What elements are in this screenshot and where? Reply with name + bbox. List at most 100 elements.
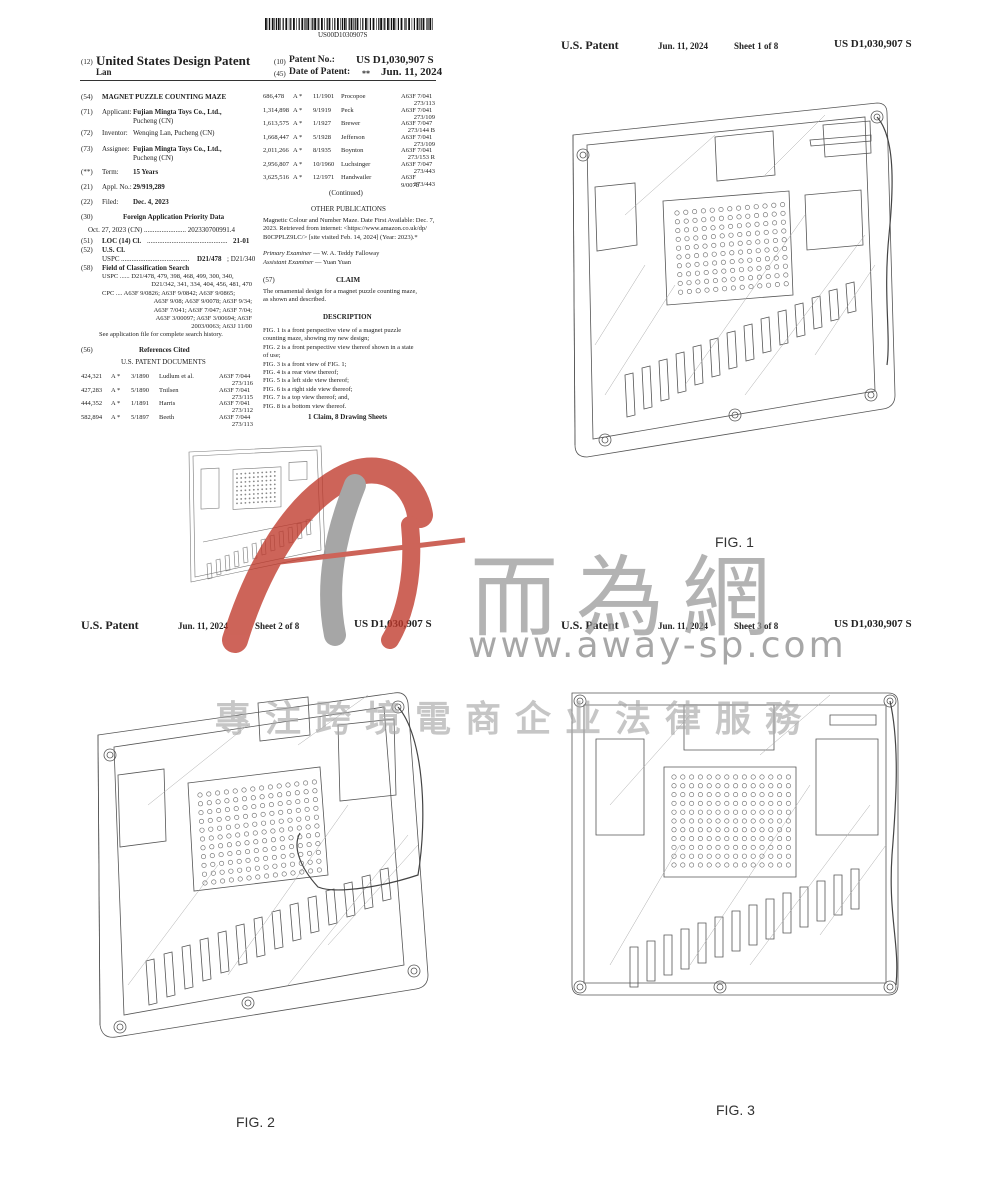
ref-number: 582,894 [81, 413, 103, 421]
mini-dot [236, 502, 238, 505]
barcode-bar [343, 18, 346, 30]
dot-hole [768, 792, 774, 798]
mini-dot [261, 496, 264, 499]
dot-hole [724, 862, 730, 868]
ref-class: A63F 7/041 [401, 133, 433, 141]
barcode-bar [380, 18, 382, 30]
mini-slot [296, 522, 303, 540]
dot-hole [671, 809, 677, 815]
dot-hole [738, 249, 744, 255]
dot-grid-frame [663, 766, 797, 878]
board-group [572, 102, 896, 458]
dot-hole [686, 289, 692, 295]
dot-hole [754, 213, 760, 219]
barcode-bar [321, 18, 323, 30]
mini-dot [273, 475, 276, 477]
screw-inner [579, 151, 587, 159]
dot-hole [706, 792, 712, 798]
dot-hole [697, 774, 703, 780]
sheet-date: Jun. 11, 2024 [658, 621, 709, 631]
dot-hole [715, 800, 721, 806]
dot-hole [704, 278, 710, 284]
mini-dot [265, 500, 268, 503]
dot-hole [243, 822, 249, 828]
mini-dot [269, 483, 272, 486]
ref-date: 1/1891 [131, 400, 150, 407]
dot-hole [747, 266, 753, 272]
dot-hole [768, 818, 774, 824]
dot-hole [715, 827, 721, 833]
dot-hole [774, 273, 780, 279]
dot-hole [242, 796, 248, 802]
dot-hole [277, 792, 283, 798]
mini-dot [252, 472, 255, 474]
dot-hole [270, 828, 276, 834]
mini-slot [251, 542, 258, 560]
dot-hole [706, 862, 712, 868]
dot-hole [733, 836, 739, 842]
screw-outer [573, 694, 587, 708]
dot-hole [727, 215, 733, 221]
ref-number: 2,011,266 [263, 147, 289, 154]
mini-dot [244, 472, 247, 475]
dot-hole [706, 774, 712, 780]
dot-hole [276, 783, 282, 789]
field-code: (54) [81, 93, 93, 101]
maze-slot [343, 881, 356, 918]
dot-hole [227, 851, 233, 857]
ref-class: A63F 7/044 [219, 413, 251, 421]
description-line: FIG. 7 is a top view thereof; and, [263, 394, 350, 402]
dot-hole [244, 831, 250, 837]
lanyard-string [876, 116, 893, 366]
dot-hole [774, 282, 780, 288]
dot-hole [750, 774, 756, 780]
dot-hole [754, 221, 760, 227]
dot-hole [706, 827, 712, 833]
dot-hole [694, 253, 700, 259]
ref-kind: A * [293, 147, 303, 154]
dot-hole [233, 806, 239, 812]
ref-subclass: 273/109 [413, 140, 435, 148]
field-label: Inventor: [102, 129, 128, 137]
mini-dot [252, 493, 255, 495]
date-code: (45) [274, 70, 286, 78]
applicant-value: Fujian Mingta Toys Co., Ltd., [133, 108, 222, 116]
ref-subclass: 273/113 [413, 100, 435, 107]
barcode-bar [269, 18, 271, 30]
dot-hole [762, 203, 768, 209]
screw-outer [113, 1020, 127, 1034]
dot-hole [277, 801, 283, 807]
dot-hole [683, 218, 689, 224]
dot-hole [768, 774, 774, 780]
dot-hole [219, 860, 225, 866]
barcode-bar [346, 18, 347, 30]
barcode-bar [293, 18, 295, 30]
dot-hole [295, 799, 301, 805]
dot-hole [680, 800, 686, 806]
hatch-line [759, 694, 831, 756]
mini-dot [240, 481, 243, 484]
ref-date: 12/1971 [313, 174, 335, 181]
dot-hole [774, 264, 780, 270]
ref-name: Peck [341, 106, 354, 114]
field-code: (22) [81, 198, 93, 206]
mini-dot [265, 488, 268, 490]
maze-slot [777, 309, 789, 346]
dot-hole [724, 836, 730, 842]
dot-hole [756, 265, 762, 271]
dot-hole [233, 797, 239, 803]
ref-kind: A * [111, 386, 121, 394]
dot-hole [315, 841, 321, 847]
dot-hole [316, 867, 322, 873]
hatch-line [604, 284, 676, 396]
dot-hole [261, 820, 267, 826]
maze-slot [811, 295, 823, 330]
dot-hole [747, 257, 753, 263]
dot-hole [225, 824, 231, 830]
dot-hole [315, 849, 321, 855]
dot-hole [208, 826, 214, 832]
dot-hole [741, 774, 747, 780]
patent-type-title: United States Design Patent [96, 53, 251, 68]
claim-line: The ornamental design for a magnet puzzl… [263, 288, 417, 295]
